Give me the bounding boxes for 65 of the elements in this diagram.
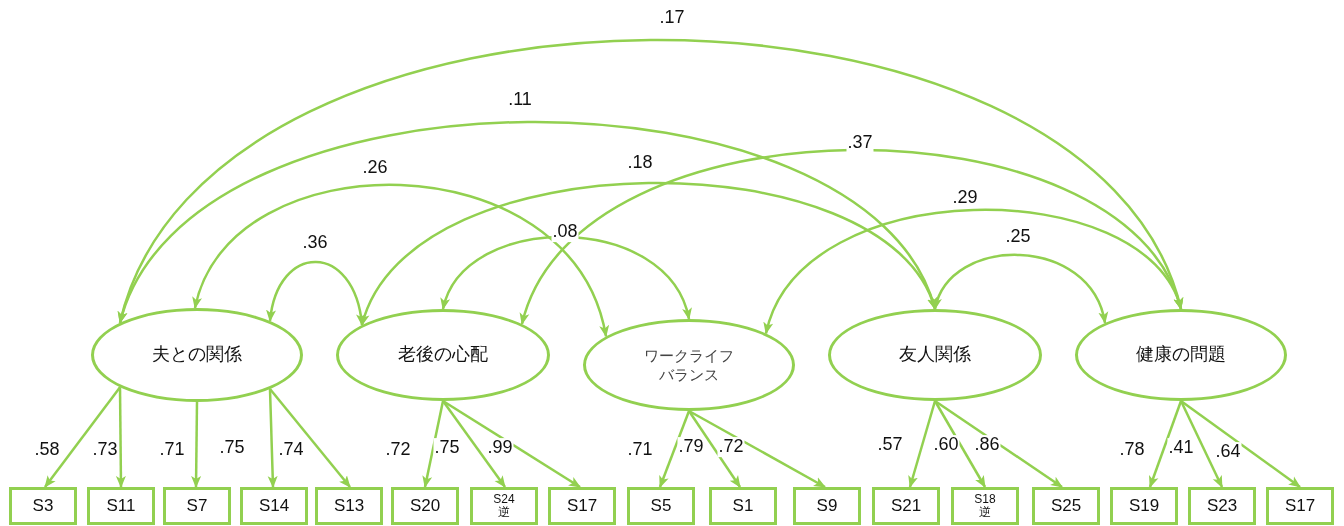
factor-name: 老後の心配: [398, 343, 488, 367]
correlation-arrow: [764, 208, 1183, 335]
observed-variable-box: [163, 487, 231, 525]
observed-variable-box: [1188, 487, 1256, 525]
item-label: S24 逆: [492, 493, 516, 519]
observed-variable-box: [240, 487, 308, 525]
loading-arrow: [933, 400, 987, 488]
loading-arrow: [442, 399, 581, 489]
observed-variable-box: [872, 487, 940, 525]
item-label: S3: [32, 494, 54, 517]
observed-variable-box: [951, 487, 1019, 525]
loading-arrow: [191, 402, 202, 488]
loading-arrow: [1179, 400, 1224, 488]
observed-variable-box: [391, 487, 459, 525]
item-label: S18 逆: [973, 493, 997, 519]
factor-name: 健康の問題: [1136, 343, 1226, 367]
edge-label: .37: [846, 133, 874, 153]
observed-variable-box: [1032, 487, 1100, 525]
item-label: S19: [1128, 494, 1160, 517]
loading-arrow: [267, 389, 278, 488]
item-label: S21: [890, 494, 922, 517]
observed-variable-box: [548, 487, 616, 525]
observed-variable-box: [9, 487, 77, 525]
item-label: S23: [1206, 494, 1238, 517]
loading-arrow: [1148, 400, 1183, 488]
item-label: S17: [1284, 494, 1316, 517]
factor-name: 夫との関係: [152, 343, 242, 367]
loading-arrow: [442, 400, 506, 488]
loading-arrow: [687, 410, 742, 488]
loading-arrow: [1180, 400, 1301, 488]
item-label: S17: [566, 494, 598, 517]
observed-variable-box: [709, 487, 777, 525]
item-label: S9: [816, 494, 838, 517]
loading-arrow: [422, 400, 445, 488]
loading-arrow: [44, 386, 121, 488]
factor-name: ワークライフバランス: [643, 345, 735, 385]
item-label: S1: [732, 494, 754, 517]
loading-arrow: [688, 409, 826, 489]
item-label: S25: [1050, 494, 1082, 517]
correlation-arrow: [193, 183, 608, 338]
observed-variable-box: [793, 487, 861, 525]
item-label: S14: [258, 494, 290, 517]
observed-variable-box: [1110, 487, 1178, 525]
loading-arrow: [934, 399, 1063, 489]
correlation-arrow: [933, 253, 1107, 324]
item-label: S13: [333, 494, 365, 517]
correlation-arrow: [441, 235, 691, 320]
item-label: S20: [409, 494, 441, 517]
correlation-arrow: [360, 181, 937, 326]
item-label: S11: [106, 494, 136, 517]
loading-arrow: [908, 400, 937, 488]
factor-name: 友人関係: [899, 343, 971, 367]
observed-variable-box: [87, 487, 155, 525]
loading-arrow: [658, 410, 691, 488]
observed-variable-box: [470, 487, 538, 525]
observed-variable-box: [315, 487, 383, 525]
item-label: S7: [186, 494, 208, 517]
edge-label: .75: [433, 438, 461, 458]
item-label: S5: [650, 494, 672, 517]
edge-label: .72: [717, 437, 745, 457]
loading-arrow: [115, 387, 126, 488]
edge-label: .08: [551, 222, 579, 242]
loading-arrow: [269, 388, 351, 488]
observed-variable-box: [1266, 487, 1334, 525]
observed-variable-box: [627, 487, 695, 525]
